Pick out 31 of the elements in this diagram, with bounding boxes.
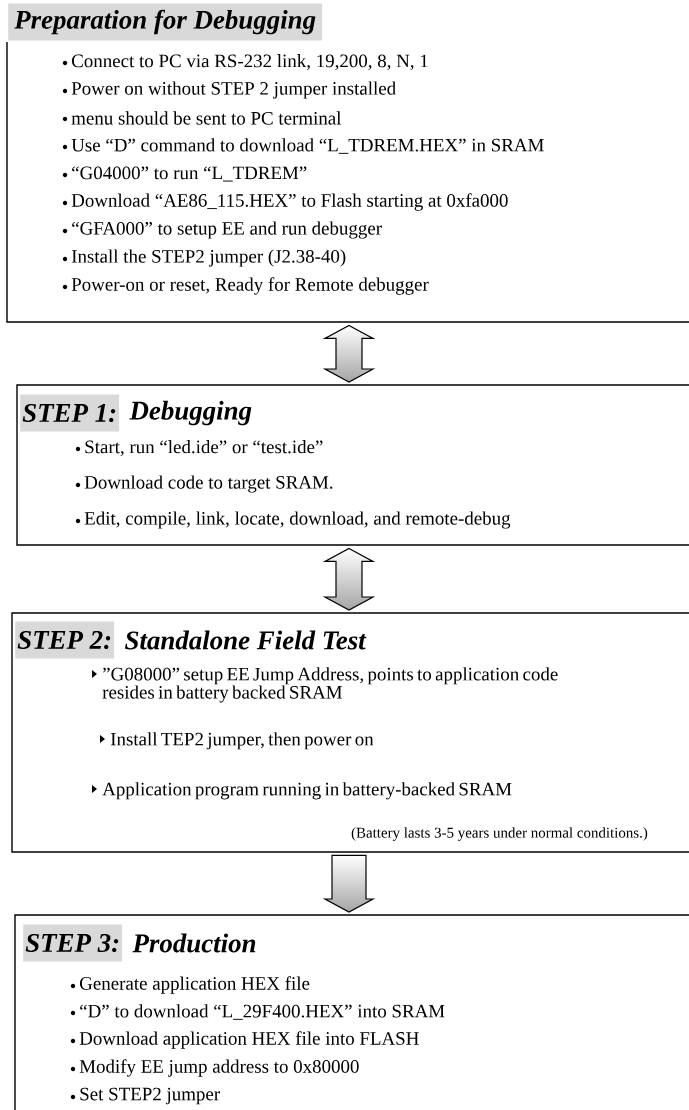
bullet-item: Install the STEP2 jumper (J2.38-40) bbox=[71, 249, 346, 267]
bullet-item: Connect to PC via RS-232 link, 19,200, 8, N, 1 bbox=[72, 54, 428, 71]
bullet-item: Edit, compile, link, locate, download, and remote-debug bbox=[84, 511, 511, 529]
step-title: Production bbox=[132, 933, 256, 953]
bullet-item: Download “AE86_115.HEX” to Flash starting at 0xfa000 bbox=[71, 193, 508, 211]
bullet-item: Application program running in battery-backed SRAM bbox=[102, 782, 512, 800]
bullet-item: Power on without STEP 2 jumper installed bbox=[71, 81, 396, 99]
bullet-item: Download application HEX file into FLASH bbox=[79, 1031, 419, 1049]
step-label: STEP 2: bbox=[15, 621, 115, 659]
bullet-item: Set STEP2 jumper bbox=[80, 1087, 220, 1105]
step-title: Debugging bbox=[129, 400, 252, 426]
bullet-item: “GFA000” to setup EE and run debugger bbox=[72, 221, 382, 239]
bullet-item: Modify EE jump address to 0x80000 bbox=[79, 1059, 359, 1077]
bullet-item: Use “D” command to download “L_TDREM.HEX” in SRAM bbox=[71, 138, 544, 154]
bullet-item: “G04000” to run “L_TDREM” bbox=[72, 166, 307, 182]
step-label: STEP 1: bbox=[20, 394, 120, 432]
bullet-item: Install TEP2 jumper, then power on bbox=[110, 732, 374, 750]
bullet-item: menu should be sent to PC terminal bbox=[71, 111, 342, 125]
step-title: Standalone Field Test bbox=[125, 630, 367, 650]
bullet-item: ”G08000” setup EE Jump Address, points to application code resides in battery backed SRAM bbox=[102, 667, 558, 703]
note: (Battery lasts 3-5 years under normal conditions.) bbox=[351, 827, 648, 841]
bullet-item: Start, run “led.ide” or “test.ide” bbox=[85, 440, 323, 457]
step-label: STEP 3: bbox=[23, 924, 123, 962]
bullet-item: Generate application HEX file bbox=[80, 976, 310, 994]
bullet-item: Download code to target SRAM. bbox=[84, 475, 333, 493]
bullet-item: Power-on or reset, Ready for Remote debugger bbox=[71, 277, 429, 295]
bullet-item: “D” to download “L_29F400.HEX” into SRAM bbox=[80, 1004, 445, 1020]
block-arrow bbox=[322, 324, 376, 383]
box-heading: Preparation for Debugging bbox=[8, 3, 323, 41]
block-arrow bbox=[322, 547, 376, 611]
block-arrow bbox=[322, 854, 376, 913]
